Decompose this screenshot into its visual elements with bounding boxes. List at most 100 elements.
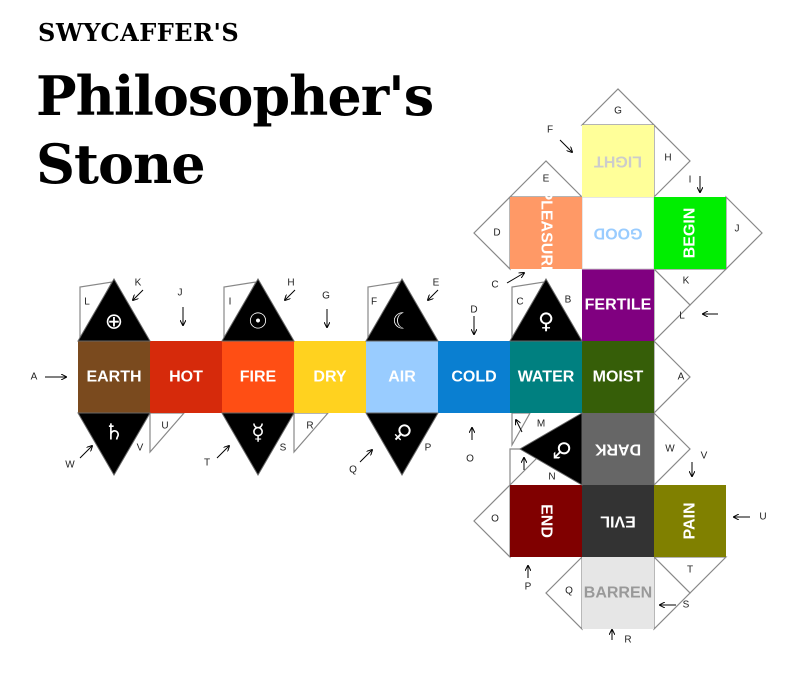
glue-letter: J: [735, 224, 740, 235]
face-label-earth: EARTH: [86, 369, 141, 386]
face-air: AIR: [366, 341, 438, 413]
title-line-1: Philosopher's: [36, 64, 434, 128]
face-label-cold: COLD: [451, 369, 496, 386]
title-line-2: Stone: [36, 132, 206, 196]
glue-letter: O: [491, 514, 499, 525]
face-water: WATER: [510, 341, 582, 413]
glue-letter: G: [322, 291, 330, 302]
fold-arrow: [559, 139, 572, 152]
glue-letter: A: [678, 372, 685, 383]
symbol-triangle-mercury: ☿: [221, 412, 295, 476]
glue-letter: L: [679, 311, 685, 322]
glue-tab: [725, 195, 763, 271]
face-label-air: AIR: [388, 369, 416, 386]
face-cold: COLD: [438, 341, 510, 413]
fold-arrow: [516, 420, 523, 433]
glue-letter: M: [537, 419, 545, 430]
glue-letter: K: [683, 276, 690, 287]
glue-letter: D: [470, 305, 477, 316]
face-good: GOOD: [581, 196, 655, 270]
glue-letter: E: [433, 278, 440, 289]
glue-letter: A: [31, 372, 38, 383]
face-label-pain: PAIN: [682, 502, 699, 539]
glue-tab: [293, 412, 330, 454]
glue-letter: T: [687, 565, 693, 576]
face-label-begin: BEGIN: [682, 208, 699, 259]
face-dry: DRY: [294, 341, 366, 413]
glue-letter: V: [137, 443, 144, 454]
glue-letter: Q: [565, 586, 573, 597]
glue-tab: [545, 555, 583, 631]
mars-icon: ♂: [552, 437, 572, 462]
glue-letter: P: [425, 443, 432, 454]
symbol-triangle-venus: ♀: [509, 278, 583, 342]
glue-tab: [653, 339, 691, 415]
mercury-icon: ☿: [251, 421, 265, 446]
fold-arrows: [45, 139, 750, 640]
face-begin: BEGIN: [654, 197, 726, 269]
glue-letter: N: [548, 472, 555, 483]
glue-letter: V: [701, 451, 708, 462]
face-label-moist: MOIST: [593, 369, 644, 386]
fold-arrow: [133, 289, 144, 300]
page-title: Philosopher's Stone: [36, 62, 434, 198]
venus-icon: ♀: [538, 310, 554, 335]
face-label-end: END: [538, 504, 555, 538]
glue-letter: F: [371, 297, 377, 308]
face-pain: PAIN: [654, 485, 726, 557]
face-label-barren: BARREN: [584, 585, 652, 602]
face-moist: MOIST: [582, 341, 654, 413]
glue-letter: H: [664, 153, 671, 164]
fold-arrow: [79, 446, 92, 459]
glue-letter: I: [229, 297, 232, 308]
glue-letter: U: [759, 512, 766, 523]
symbol-triangle-mars: ♂: [519, 412, 583, 486]
symbol-triangle-saturn: ♄: [77, 412, 151, 476]
glue-tab: [149, 412, 186, 454]
glue-letter: W: [65, 460, 75, 471]
face-fire: FIRE: [222, 341, 294, 413]
face-label-dark: DARK: [594, 441, 641, 458]
fold-arrow: [285, 289, 296, 300]
glue-letter: T: [204, 458, 210, 469]
glue-letter: S: [280, 443, 287, 454]
face-earth: EARTH: [78, 341, 150, 413]
face-label-hot: HOT: [169, 369, 203, 386]
glue-letter: H: [287, 278, 294, 289]
glue-letter: Q: [349, 465, 357, 476]
face-label-water: WATER: [518, 369, 575, 386]
face-label-light: LIGHT: [594, 153, 642, 170]
glue-letter: S: [683, 600, 690, 611]
glue-letter: W: [665, 444, 675, 455]
glue-letter: R: [624, 635, 631, 646]
face-dark: DARK: [582, 413, 654, 485]
face-hot: HOT: [150, 341, 222, 413]
face-pleasure: PLEASURE: [510, 189, 582, 277]
glue-letter: C: [516, 297, 523, 308]
symbol-triangle-earth: ⊕: [77, 278, 151, 342]
glue-letter: E: [543, 174, 550, 185]
face-label-fire: FIRE: [240, 369, 277, 386]
face-fertile: FERTILE: [582, 269, 654, 341]
face-label-dry: DRY: [313, 369, 347, 386]
face-end: END: [510, 485, 582, 557]
sun-icon: ☉: [248, 310, 268, 335]
fold-arrow: [506, 273, 524, 284]
glue-letter: P: [525, 582, 532, 593]
subtitle: SWYCAFFER'S: [38, 18, 240, 47]
fold-arrow: [428, 289, 439, 300]
glue-letter: K: [135, 278, 142, 289]
earth-icon: ⊕: [105, 310, 123, 335]
glue-letter: G: [614, 106, 622, 117]
face-label-pleasure: PLEASURE: [538, 189, 555, 276]
symbol-triangles: ⊕☉☾♀♄☿♀♂: [77, 278, 583, 486]
glue-letter: C: [491, 280, 498, 291]
fold-arrow: [216, 446, 229, 459]
glue-letter: F: [547, 125, 553, 136]
face-label-good: GOOD: [594, 225, 643, 242]
saturn-icon: ♄: [104, 421, 124, 446]
symbol-triangle-sun: ☉: [221, 278, 295, 342]
